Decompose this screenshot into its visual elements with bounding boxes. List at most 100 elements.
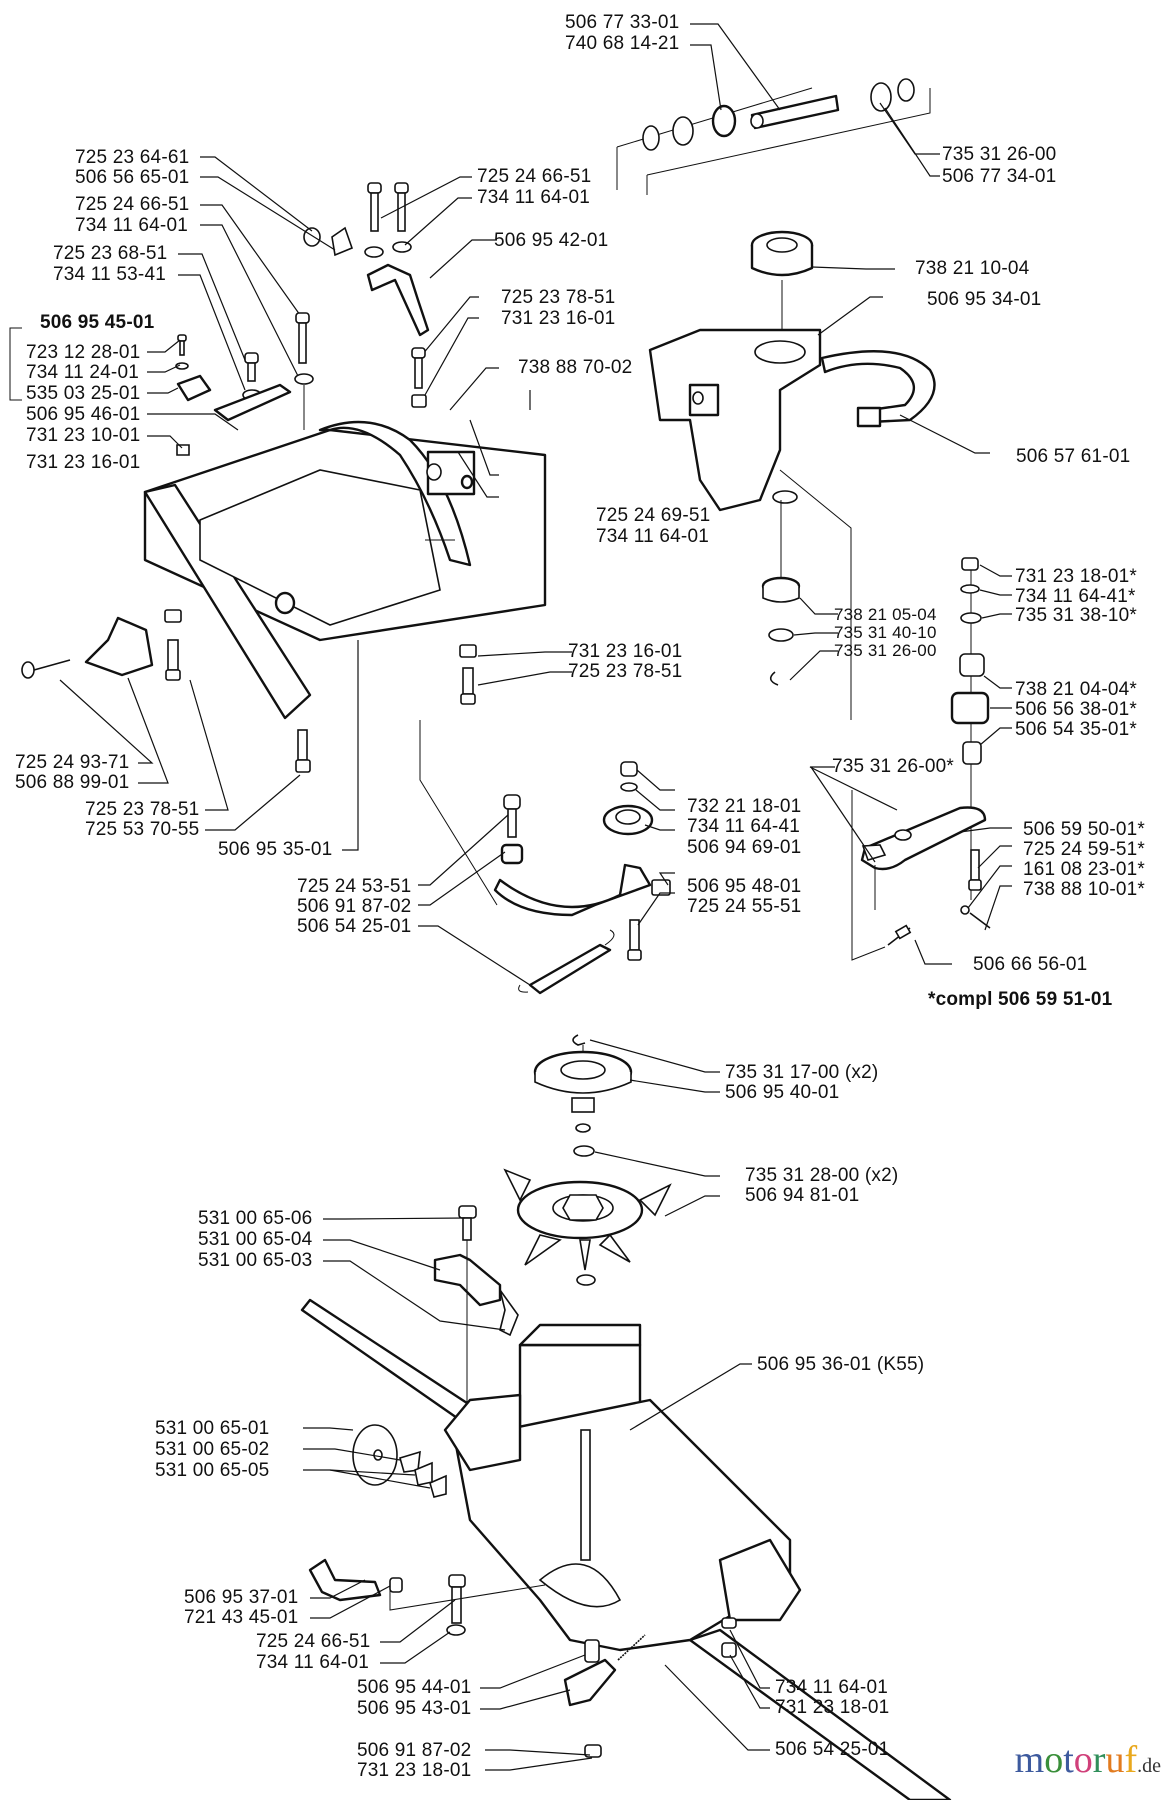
top-shaft-assembly bbox=[616, 23, 940, 195]
logo-letter: r bbox=[1092, 1739, 1106, 1781]
switch-group bbox=[9, 327, 292, 456]
part-label: 725 23 68-51 bbox=[53, 243, 168, 264]
part-label: 738 21 10-04 bbox=[915, 258, 1030, 279]
part-label: 725 24 66-51 bbox=[477, 166, 592, 187]
logo-letter: o bbox=[1073, 1739, 1093, 1781]
part-label: 506 94 81-01 bbox=[745, 1185, 860, 1206]
part-label: 734 11 64-01 bbox=[75, 215, 188, 236]
part-label: 725 23 78-51 bbox=[85, 799, 200, 820]
part-label: 506 56 65-01 bbox=[75, 167, 190, 188]
part-label: 506 77 33-01 bbox=[565, 12, 680, 33]
pulley-fan bbox=[503, 1034, 720, 1286]
part-label: 531 00 65-06 bbox=[198, 1208, 313, 1229]
part-label: 734 11 64-41* bbox=[1015, 586, 1136, 607]
logo-letter: m bbox=[1014, 1739, 1045, 1781]
logo-letter: u bbox=[1105, 1739, 1125, 1781]
part-label: 506 56 38-01* bbox=[1015, 699, 1137, 720]
part-label: 725 23 78-51 bbox=[568, 661, 683, 682]
part-label: 734 11 64-01 bbox=[596, 526, 709, 547]
logo-letter: o bbox=[1044, 1739, 1064, 1781]
part-label: 531 00 65-04 bbox=[198, 1229, 313, 1250]
part-label: 731 23 16-01 bbox=[501, 308, 616, 329]
part-label: 731 23 10-01 bbox=[26, 425, 141, 446]
pivot-housing bbox=[648, 230, 990, 720]
part-label: 506 95 36-01 (K55) bbox=[757, 1354, 925, 1375]
steering-kit-stack bbox=[950, 557, 1012, 900]
part-label: 731 23 18-01 bbox=[357, 1760, 472, 1781]
part-label: 506 57 61-01 bbox=[1016, 446, 1131, 467]
kit-note: *compl 506 59 51-01 bbox=[928, 989, 1113, 1010]
group-header: 506 95 45-01 bbox=[40, 312, 155, 333]
pivot-lower-parts bbox=[761, 500, 838, 686]
part-label: 725 23 64-61 bbox=[75, 147, 190, 168]
part-label: 506 54 25-01 bbox=[775, 1739, 890, 1760]
part-label: 506 91 87-02 bbox=[357, 1740, 472, 1761]
main-frame bbox=[143, 390, 547, 720]
part-label: 506 95 44-01 bbox=[357, 1677, 472, 1698]
part-label: 506 77 34-01 bbox=[942, 166, 1057, 187]
part-label: 725 24 66-51 bbox=[256, 1631, 371, 1652]
part-label: 735 31 40-10 bbox=[834, 623, 937, 642]
part-label: 734 11 64-01 bbox=[477, 187, 590, 208]
part-label: 731 23 18-01* bbox=[1015, 566, 1137, 587]
frame-front-parts bbox=[21, 419, 572, 851]
part-label: 738 88 10-01* bbox=[1023, 879, 1145, 900]
motoruf-logo[interactable]: motoruf.de bbox=[1015, 1740, 1161, 1786]
part-label: 506 95 48-01 bbox=[687, 876, 802, 897]
logo-letter: f bbox=[1124, 1739, 1138, 1781]
part-label: 723 12 28-01 bbox=[26, 342, 141, 363]
part-label: 506 91 87-02 bbox=[297, 896, 412, 917]
shift-lever bbox=[323, 1205, 519, 1480]
part-label: 732 21 18-01 bbox=[687, 796, 802, 817]
bracket-assembly bbox=[178, 156, 499, 411]
part-label: 506 66 56-01 bbox=[973, 954, 1088, 975]
part-label: 725 53 70-55 bbox=[85, 819, 200, 840]
part-label: 725 24 69-51 bbox=[596, 505, 711, 526]
part-label: 506 95 34-01 bbox=[927, 289, 1042, 310]
part-label: 734 11 64-01 bbox=[775, 1677, 888, 1698]
part-label: 725 24 66-51 bbox=[75, 194, 190, 215]
part-label: 738 21 05-04 bbox=[834, 605, 937, 624]
logo-tld: .de bbox=[1137, 1755, 1161, 1777]
steering-arm bbox=[809, 766, 1012, 965]
screws-column bbox=[242, 312, 427, 430]
part-label: 161 08 23-01* bbox=[1023, 859, 1145, 880]
part-label: 735 31 26-00 bbox=[942, 144, 1057, 165]
part-label: 725 24 55-51 bbox=[687, 896, 802, 917]
part-label: 731 23 16-01 bbox=[568, 641, 683, 662]
transaxle bbox=[300, 1298, 952, 1800]
part-label: 506 95 43-01 bbox=[357, 1698, 472, 1719]
part-label: 725 24 59-51* bbox=[1023, 839, 1145, 860]
part-label: 721 43 45-01 bbox=[184, 1607, 299, 1628]
part-label: 735 31 38-10* bbox=[1015, 605, 1137, 626]
part-label: 531 00 65-03 bbox=[198, 1250, 313, 1271]
part-label: 506 95 46-01 bbox=[26, 404, 141, 425]
part-label: 740 68 14-21 bbox=[565, 33, 680, 54]
part-label: 731 23 16-01 bbox=[26, 452, 141, 473]
part-label: 506 88 99-01 bbox=[15, 772, 130, 793]
part-label: 506 54 25-01 bbox=[297, 916, 412, 937]
part-label: 738 21 04-04* bbox=[1015, 679, 1137, 700]
part-label: 506 59 50-01* bbox=[1023, 819, 1145, 840]
part-label: 506 95 35-01 bbox=[218, 839, 333, 860]
idler-assembly bbox=[418, 720, 675, 995]
part-label: 531 00 65-05 bbox=[155, 1460, 270, 1481]
part-label: 531 00 65-01 bbox=[155, 1418, 270, 1439]
part-label: 725 23 78-51 bbox=[501, 287, 616, 308]
part-label: 734 11 53-41 bbox=[53, 264, 166, 285]
part-label: 506 95 37-01 bbox=[184, 1587, 299, 1608]
part-label: 535 03 25-01 bbox=[26, 383, 141, 404]
part-label: 531 00 65-02 bbox=[155, 1439, 270, 1460]
part-label: 506 95 40-01 bbox=[725, 1082, 840, 1103]
logo-letter: t bbox=[1063, 1739, 1074, 1781]
part-label: 735 31 28-00 (x2) bbox=[745, 1165, 899, 1186]
part-label: 734 11 64-01 bbox=[256, 1652, 369, 1673]
part-label: 735 31 26-00* bbox=[832, 756, 954, 777]
part-label: 735 31 26-00 bbox=[834, 641, 937, 660]
part-label: 734 11 24-01 bbox=[26, 362, 139, 383]
part-label: 725 24 93-71 bbox=[15, 752, 130, 773]
part-label: 731 23 18-01 bbox=[775, 1697, 890, 1718]
part-label: 725 24 53-51 bbox=[297, 876, 412, 897]
